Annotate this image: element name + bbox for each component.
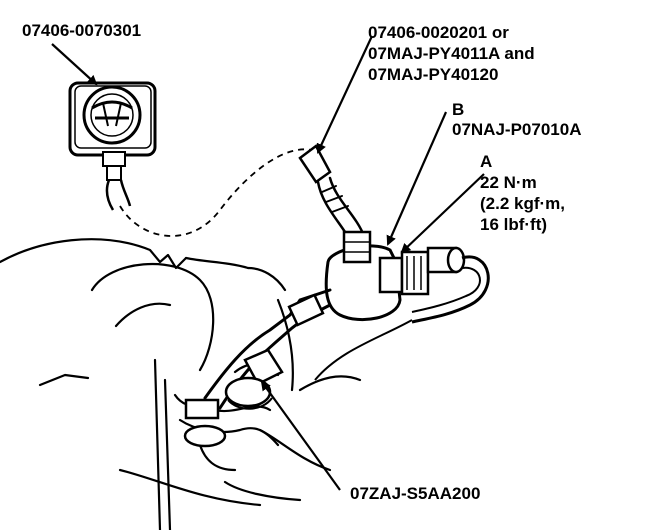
callout-a-letter: A [480, 152, 493, 171]
return-hose-tail [314, 319, 413, 381]
leader-lines [51, 35, 485, 491]
hose-part-line-1: 07406-0020201 or [368, 23, 509, 42]
return-hose [411, 255, 490, 324]
gauge-hose-route [119, 148, 319, 237]
gauge-part-number: 07406-0070301 [22, 21, 142, 40]
engine-outline [0, 238, 362, 530]
callout-b-letter: B [452, 100, 465, 119]
upper-hose [298, 144, 366, 242]
hose-part-line-2: 07MAJ-PY4011A and [368, 44, 535, 63]
adapter [183, 348, 284, 448]
pressure-gauge [68, 81, 157, 211]
torque-spec-line-2: (2.2 kgf·m, [480, 194, 566, 213]
return-hose-inner [411, 266, 481, 313]
hose-part-line-3: 07MAJ-PY40120 [368, 65, 499, 84]
adapter-part-number: 07ZAJ-S5AA200 [350, 484, 481, 503]
callout-b-part-number: 07NAJ-P07010A [452, 120, 582, 139]
tee-fitting [324, 230, 466, 322]
torque-spec-line-1: 22 N·m [480, 173, 537, 192]
torque-spec-line-3: 16 lbf·ft) [480, 215, 548, 234]
